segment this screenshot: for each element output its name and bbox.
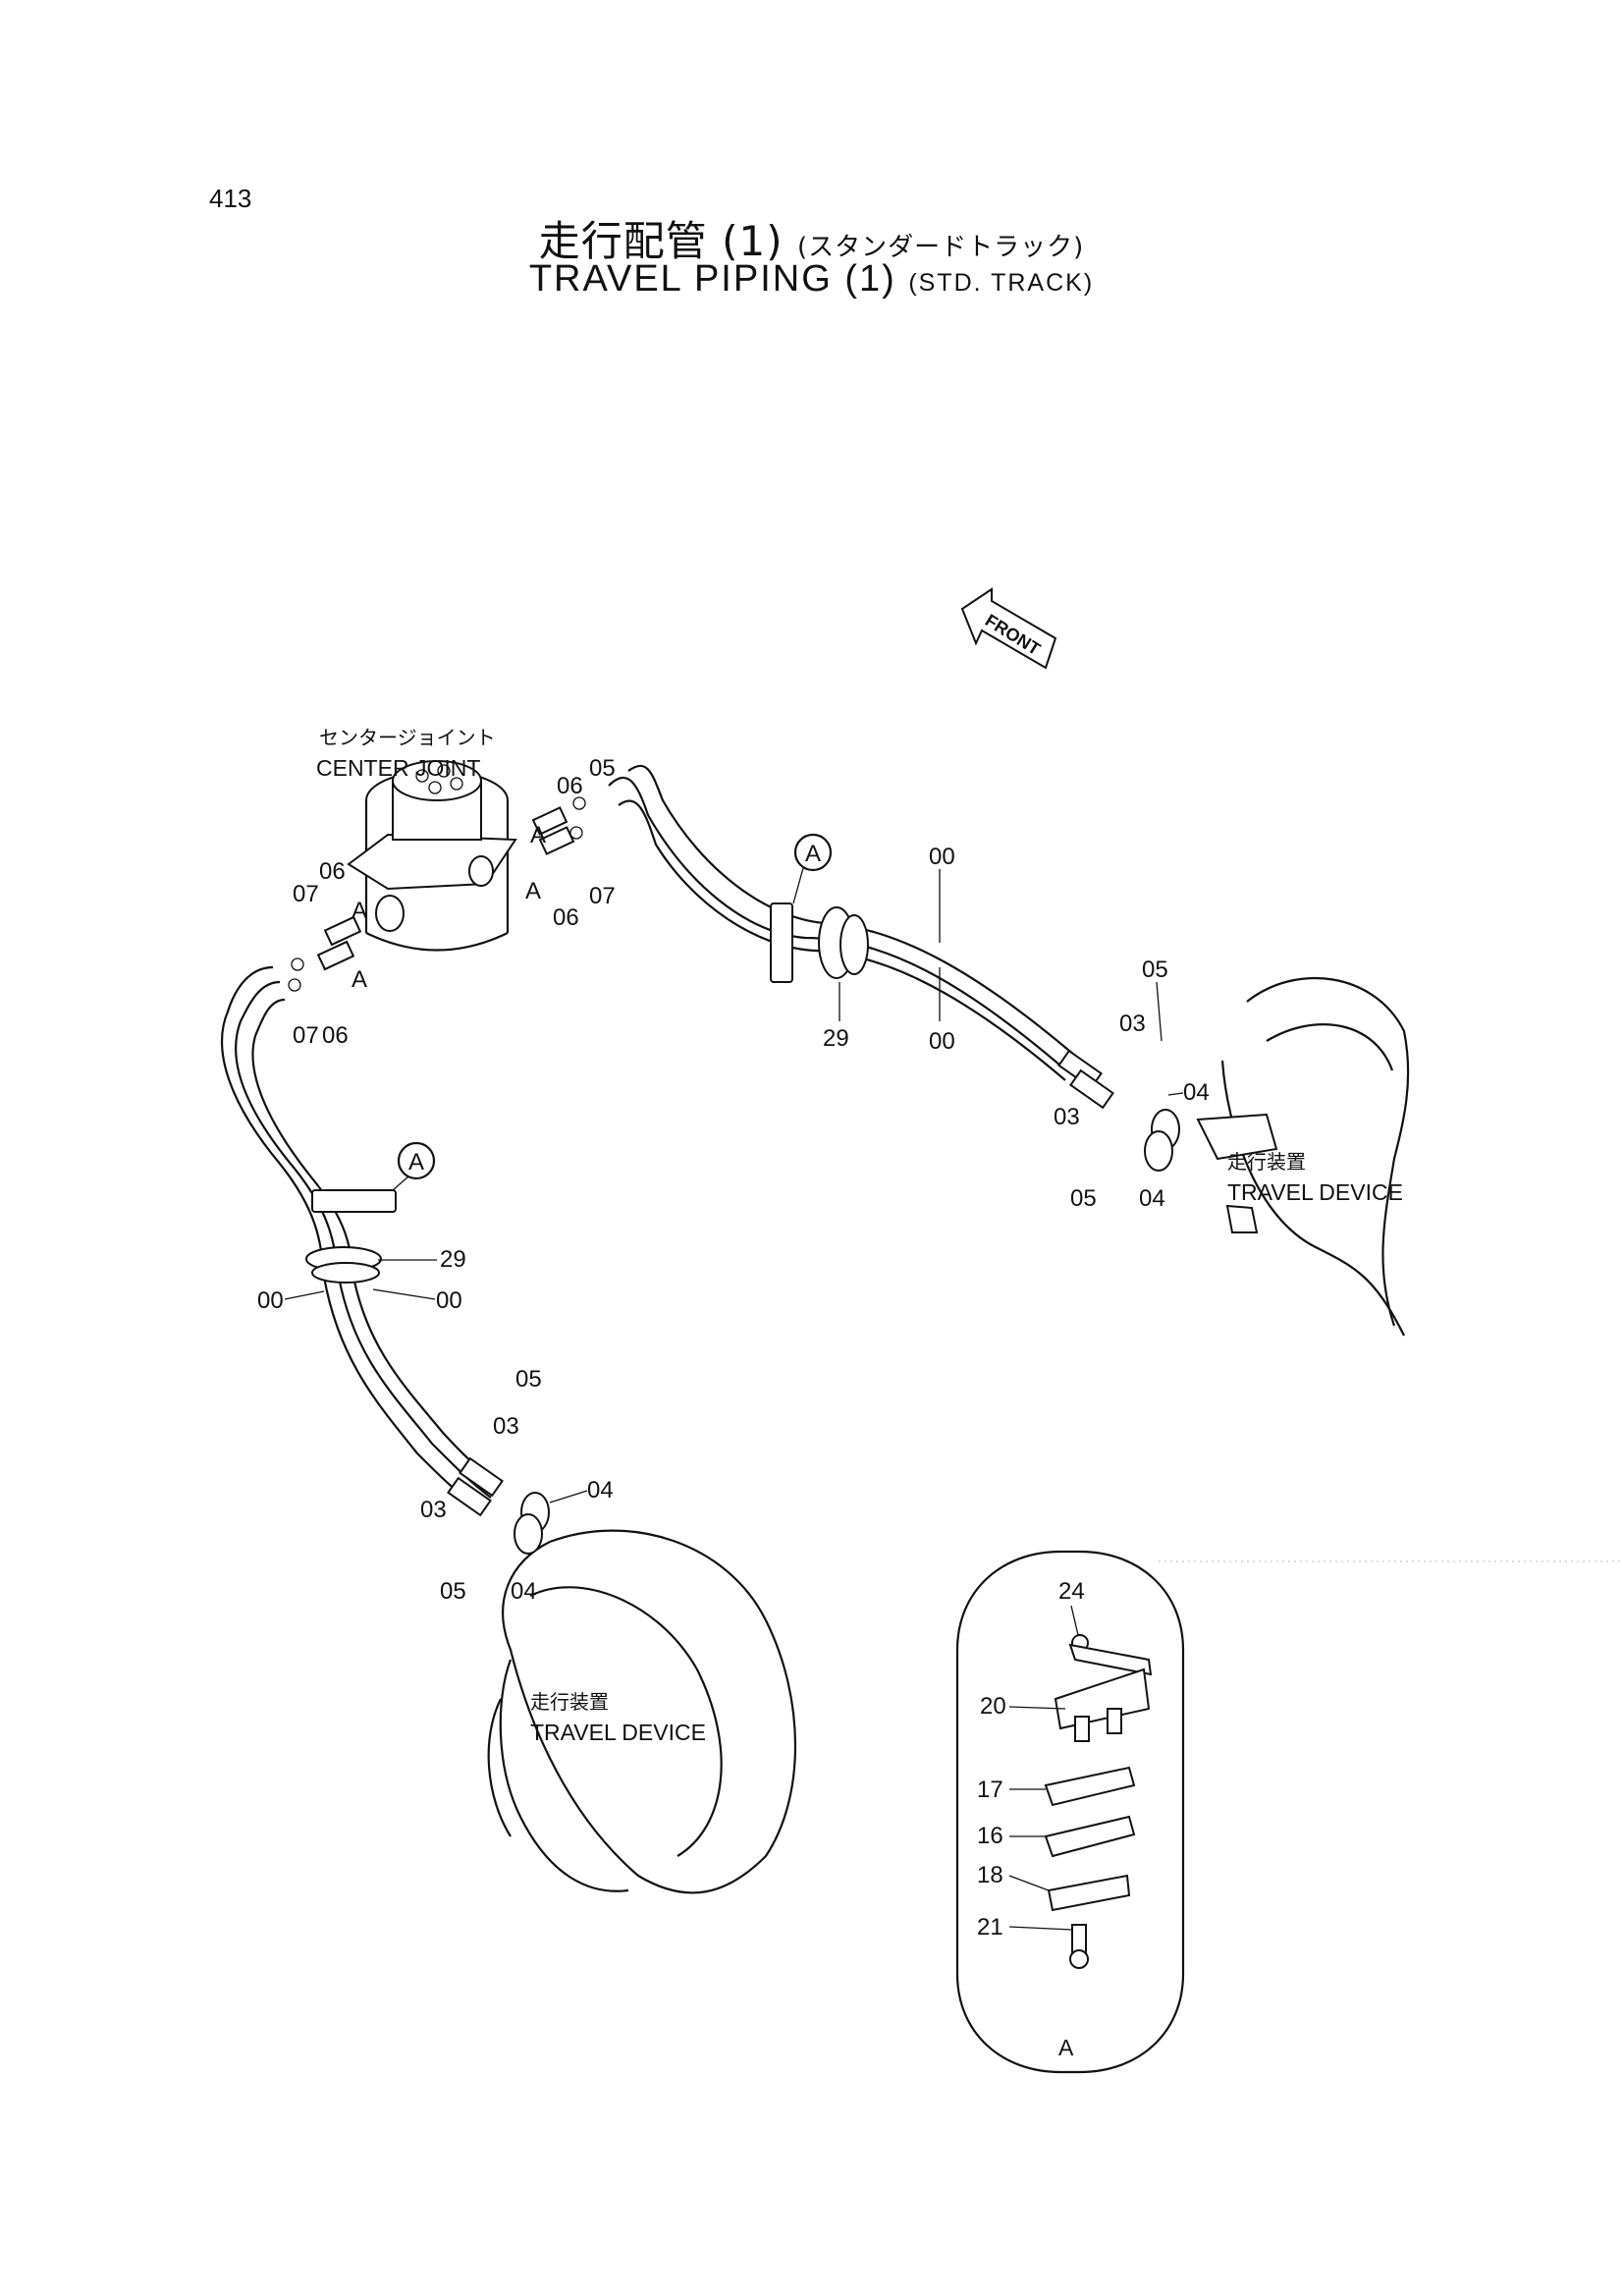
clamp-a-lower-icon	[305, 1189, 397, 1284]
label-04-d: 04	[511, 1578, 537, 1605]
title-en-main: TRAVEL PIPING (1)	[528, 258, 896, 300]
label-04-a: 04	[1183, 1079, 1210, 1106]
center-joint-en-label: CENTER JOINT	[316, 755, 480, 781]
label-05-d: 05	[440, 1578, 466, 1605]
label-00-d: 00	[436, 1287, 462, 1314]
label-29-b: 29	[440, 1246, 466, 1273]
label-03-b: 03	[1054, 1104, 1080, 1130]
label-21: 21	[977, 1914, 1003, 1941]
hose-left	[220, 965, 504, 1517]
detail-a-label: A	[1058, 2035, 1074, 2060]
label-a-1: A	[530, 822, 546, 848]
label-05-a: 05	[1142, 957, 1168, 983]
label-04-c: 04	[587, 1477, 614, 1503]
label-05-b: 05	[1070, 1185, 1097, 1212]
front-arrow-icon: FRONT	[960, 587, 1057, 670]
label-16: 16	[977, 1823, 1003, 1849]
detail-a-frame	[955, 1550, 1185, 2074]
leader-lines	[284, 869, 1184, 1931]
fitting-group-left	[288, 915, 362, 992]
label-03-d: 03	[420, 1497, 447, 1523]
label-07-a: 05	[589, 755, 616, 782]
flange-lower	[514, 1492, 550, 1555]
label-a-2: A	[525, 878, 541, 904]
label-29-a: 29	[823, 1025, 849, 1052]
label-03-a: 03	[1119, 1011, 1146, 1037]
fitting-group-upper	[531, 796, 586, 855]
label-a-3: A	[352, 898, 367, 924]
callout-a-lower: A	[408, 1149, 424, 1175]
title-japanese: 走行配管 (1) (スタンダードトラック)	[0, 208, 1623, 268]
travel-device-lower-jp-label: 走行装置	[530, 1690, 609, 1714]
label-06-a: 06	[557, 773, 583, 799]
flange-right	[1144, 1109, 1180, 1172]
travel-device-lower-en-label: TRAVEL DEVICE	[530, 1720, 706, 1745]
label-17: 17	[977, 1777, 1003, 1803]
title-jp-sub: (スタンダードトラック)	[796, 233, 1085, 262]
travel-device-right-jp-label: 走行装置	[1227, 1150, 1306, 1174]
label-a-4: A	[352, 966, 367, 993]
label-07-c: 07	[293, 881, 319, 907]
center-joint-icon	[347, 760, 517, 952]
travel-device-right-en-label: TRAVEL DEVICE	[1227, 1179, 1403, 1205]
travel-device-right-icon	[1196, 976, 1410, 1337]
part-number-labels: 05 07 06 06 A A 07 06 A A 07 06 00 00 29…	[257, 755, 1210, 1941]
label-06-b: 06	[553, 904, 579, 931]
page-number: 413	[209, 184, 252, 213]
label-07-b: 07	[589, 883, 616, 909]
travel-device-lower-icon	[487, 1529, 796, 1894]
label-24: 24	[1058, 1578, 1085, 1605]
label-00-c: 00	[257, 1287, 284, 1314]
detail-a-parts-icon	[1044, 1634, 1153, 1969]
label-18: 18	[977, 1862, 1003, 1888]
label-06-c: 06	[319, 858, 346, 885]
center-joint-jp-label: センタージョイント	[319, 726, 496, 749]
label-00-a: 00	[929, 844, 955, 870]
label-04-b: 04	[1139, 1185, 1165, 1212]
label-05-c: 05	[515, 1366, 542, 1393]
label-20: 20	[980, 1693, 1006, 1720]
title-english: TRAVEL PIPING (1) (STD. TRACK)	[0, 258, 1623, 301]
label-03-c: 03	[493, 1413, 519, 1440]
title-en-sub: (STD. TRACK)	[908, 269, 1095, 297]
callout-a-upper: A	[805, 841, 821, 867]
label-00-b: 00	[929, 1028, 955, 1055]
title-jp-main: 走行配管 (1)	[538, 217, 784, 265]
clamp-a-upper-icon	[770, 902, 869, 983]
label-06-d: 06	[322, 1022, 349, 1049]
label-07-d: 07	[293, 1022, 319, 1049]
